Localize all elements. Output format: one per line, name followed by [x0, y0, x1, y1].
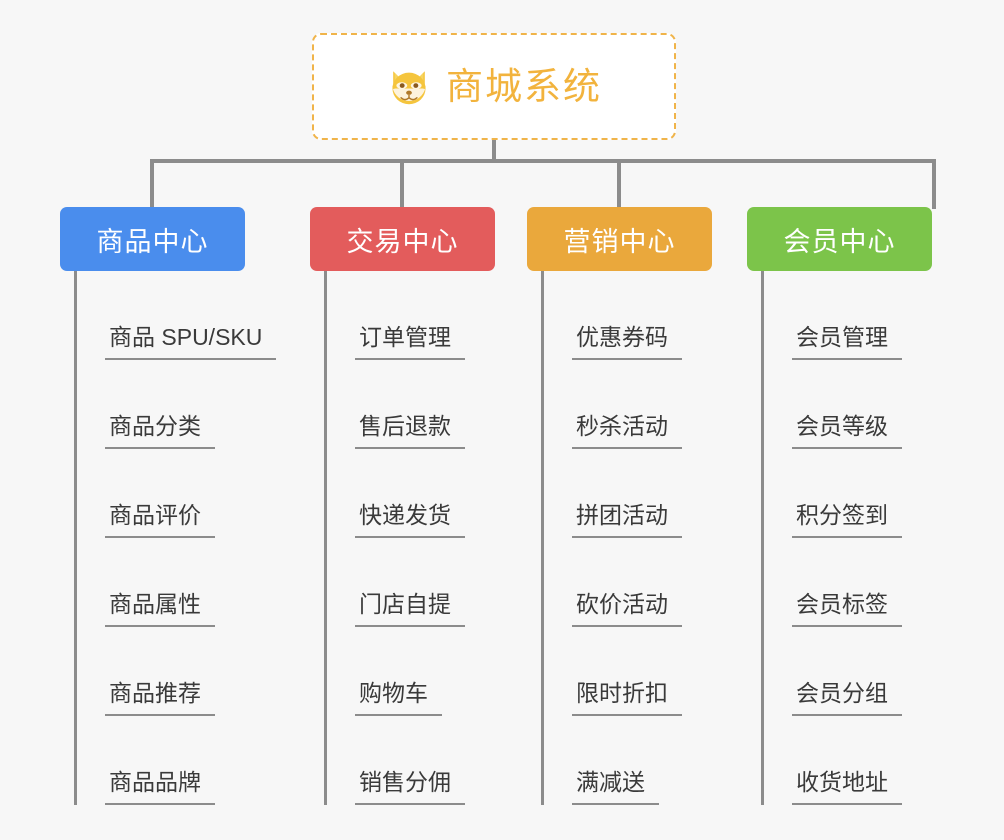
leaf-item[interactable]: 商品属性: [77, 538, 280, 627]
shiba-dog-face-icon: [392, 70, 426, 104]
leaf-item[interactable]: 满减送: [544, 716, 747, 805]
leaf-item[interactable]: 拼团活动: [544, 449, 747, 538]
branch-column-4: 会员中心 会员管理 会员等级 积分签到 会员标签 会员分组 收货地址: [747, 207, 967, 805]
branch-items-3: 优惠券码 秒杀活动 拼团活动 砍价活动 限时折扣 满减送: [541, 271, 747, 805]
branch-header-4[interactable]: 会员中心: [747, 207, 932, 271]
connector-drop-3: [617, 159, 621, 209]
leaf-item[interactable]: 快递发货: [327, 449, 530, 538]
leaf-item[interactable]: 商品品牌: [77, 716, 280, 805]
leaf-item[interactable]: 商品评价: [77, 449, 280, 538]
connector-drop-1: [150, 159, 154, 209]
branch-items-2: 订单管理 售后退款 快递发货 门店自提 购物车 销售分佣: [324, 271, 530, 805]
leaf-label: 售后退款: [355, 413, 465, 449]
leaf-label: 砍价活动: [572, 591, 682, 627]
leaf-item[interactable]: 会员等级: [764, 360, 967, 449]
leaf-label: 商品属性: [105, 591, 215, 627]
leaf-label: 满减送: [572, 769, 659, 805]
leaf-label: 商品分类: [105, 413, 215, 449]
leaf-item[interactable]: 会员管理: [764, 271, 967, 360]
connector-horizontal-bus: [150, 159, 936, 163]
branch-items-4: 会员管理 会员等级 积分签到 会员标签 会员分组 收货地址: [761, 271, 967, 805]
branch-header-3[interactable]: 营销中心: [527, 207, 712, 271]
connector-drop-4: [932, 159, 936, 209]
leaf-item[interactable]: 售后退款: [327, 360, 530, 449]
leaf-label: 会员管理: [792, 324, 902, 360]
leaf-item[interactable]: 限时折扣: [544, 627, 747, 716]
branch-header-label-4: 会员中心: [783, 226, 896, 257]
branch-items-1: 商品 SPU/SKU 商品分类 商品评价 商品属性 商品推荐 商品品牌: [74, 271, 280, 805]
leaf-label: 优惠券码: [572, 324, 682, 360]
branch-header-label-2: 交易中心: [346, 226, 459, 257]
leaf-item[interactable]: 购物车: [327, 627, 530, 716]
leaf-item[interactable]: 收货地址: [764, 716, 967, 805]
leaf-label: 订单管理: [355, 324, 465, 360]
leaf-label: 收货地址: [792, 769, 902, 805]
root-title: 商城系统: [446, 66, 602, 107]
leaf-item[interactable]: 优惠券码: [544, 271, 747, 360]
branch-column-3: 营销中心 优惠券码 秒杀活动 拼团活动 砍价活动 限时折扣 满减送: [527, 207, 747, 805]
leaf-label: 商品品牌: [105, 769, 215, 805]
leaf-label: 拼团活动: [572, 502, 682, 538]
connector-drop-2: [400, 159, 404, 209]
leaf-label: 会员分组: [792, 680, 902, 716]
leaf-label: 快递发货: [355, 502, 465, 538]
leaf-label: 购物车: [355, 680, 442, 716]
leaf-item[interactable]: 商品分类: [77, 360, 280, 449]
leaf-item[interactable]: 秒杀活动: [544, 360, 747, 449]
branch-header-1[interactable]: 商品中心: [60, 207, 245, 271]
leaf-item[interactable]: 订单管理: [327, 271, 530, 360]
leaf-item[interactable]: 会员标签: [764, 538, 967, 627]
leaf-label: 会员标签: [792, 591, 902, 627]
leaf-label: 商品推荐: [105, 680, 215, 716]
leaf-label: 销售分佣: [355, 769, 465, 805]
branch-header-2[interactable]: 交易中心: [310, 207, 495, 271]
leaf-label: 门店自提: [355, 591, 465, 627]
leaf-label: 会员等级: [792, 413, 902, 449]
leaf-item[interactable]: 积分签到: [764, 449, 967, 538]
branch-column-1: 商品中心 商品 SPU/SKU 商品分类 商品评价 商品属性 商品推荐 商品品牌: [60, 207, 280, 805]
leaf-label: 限时折扣: [572, 680, 682, 716]
leaf-label: 秒杀活动: [572, 413, 682, 449]
leaf-item[interactable]: 商品 SPU/SKU: [77, 271, 280, 360]
branch-header-label-3: 营销中心: [563, 226, 676, 257]
branch-header-label-1: 商品中心: [96, 226, 209, 257]
connector-root-stem: [492, 140, 496, 162]
leaf-label: 积分签到: [792, 502, 902, 538]
leaf-item[interactable]: 会员分组: [764, 627, 967, 716]
leaf-label: 商品 SPU/SKU: [105, 324, 277, 360]
root-node[interactable]: 商城系统: [312, 33, 676, 140]
leaf-item[interactable]: 销售分佣: [327, 716, 530, 805]
leaf-item[interactable]: 门店自提: [327, 538, 530, 627]
branch-column-2: 交易中心 订单管理 售后退款 快递发货 门店自提 购物车 销售分佣: [310, 207, 530, 805]
leaf-label: 商品评价: [105, 502, 215, 538]
leaf-item[interactable]: 砍价活动: [544, 538, 747, 627]
leaf-item[interactable]: 商品推荐: [77, 627, 280, 716]
